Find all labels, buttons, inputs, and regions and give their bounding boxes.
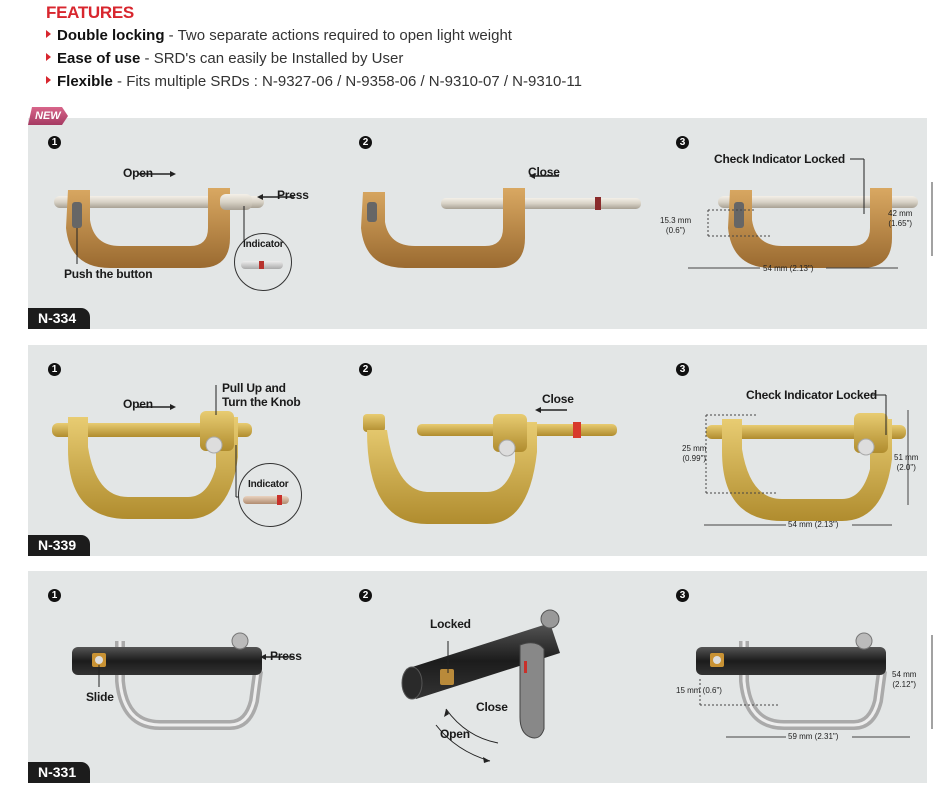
feature-item: Flexible - Fits multiple SRDs : N-9327-0… bbox=[46, 73, 582, 92]
width-dimension: 54 mm (2.13") bbox=[788, 520, 839, 529]
n331-image bbox=[72, 632, 294, 730]
indicator-label: Indicator bbox=[248, 479, 289, 490]
check-indicator-label: Check Indicator Locked bbox=[714, 152, 845, 166]
feature-name: Flexible bbox=[57, 73, 113, 90]
locked-label: Locked bbox=[430, 617, 471, 631]
open-label: Open bbox=[440, 727, 470, 741]
n334-locked-image bbox=[688, 158, 933, 269]
width-dimension: 54 mm (2.13") bbox=[763, 264, 814, 273]
feature-name: Double locking bbox=[57, 27, 165, 44]
open-label: Open bbox=[123, 166, 153, 180]
indicator-detail: Indicator bbox=[234, 233, 292, 291]
n334-closing-image bbox=[361, 173, 641, 268]
feature-desc: - Fits multiple SRDs : N-9327-06 / N-935… bbox=[112, 73, 582, 90]
product-panel-n331: 1 2 3 Press Slide Locked Close Open 15 m… bbox=[28, 571, 933, 783]
bullet-icon bbox=[46, 76, 51, 84]
gate-dimension: 15 mm (0.6") bbox=[676, 686, 722, 695]
n339-closing-image bbox=[363, 407, 617, 524]
slide-label: Slide bbox=[86, 690, 114, 704]
features-title: FEATURES bbox=[46, 3, 134, 22]
product-panel-n334: 1 2 3 Open Press Push the button Indicat… bbox=[28, 118, 933, 329]
step-1-marker: 1 bbox=[48, 589, 61, 602]
n331-locked-image bbox=[696, 632, 933, 738]
features-section: FEATURES Double locking - Two separate a… bbox=[46, 3, 582, 92]
close-label: Close bbox=[528, 165, 560, 179]
new-tag: NEW bbox=[28, 107, 68, 125]
indicator-detail: Indicator bbox=[238, 463, 302, 527]
gate-dimension: 25 mm(0.99") bbox=[682, 444, 707, 463]
width-dimension: 59 mm (2.31") bbox=[788, 732, 839, 741]
step-2-marker: 2 bbox=[359, 363, 372, 376]
open-label: Open bbox=[123, 397, 153, 411]
step-3-marker: 3 bbox=[676, 136, 689, 149]
product-code-badge: N-331 bbox=[28, 762, 91, 783]
height-dimension: 42 mm(1.65") bbox=[888, 209, 913, 228]
height-dimension: 54 mm(2.12") bbox=[892, 670, 917, 689]
feature-item: Ease of use - SRD's can easily be Instal… bbox=[46, 50, 582, 69]
gate-dimension: 15.3 mm(0.6") bbox=[660, 216, 692, 235]
product-code-badge: N-334 bbox=[28, 308, 91, 329]
press-label: Press bbox=[277, 188, 309, 202]
n339-open-image bbox=[52, 385, 258, 519]
indicator-label: Indicator bbox=[243, 239, 284, 250]
step-2-marker: 2 bbox=[359, 589, 372, 602]
n331-closing-image bbox=[401, 609, 560, 763]
step-1-marker: 1 bbox=[48, 363, 61, 376]
press-label: Press bbox=[270, 649, 302, 663]
n339-locked-image bbox=[704, 394, 909, 526]
push-button-label: Push the button bbox=[64, 267, 153, 281]
feature-name: Ease of use bbox=[57, 50, 141, 67]
feature-desc: - Two separate actions required to open … bbox=[164, 27, 512, 44]
close-label: Close bbox=[476, 700, 508, 714]
feature-desc: - SRD's can easily be Installed by User bbox=[140, 50, 404, 67]
step-2-marker: 2 bbox=[359, 136, 372, 149]
close-label: Close bbox=[542, 392, 574, 406]
product-code-badge: N-339 bbox=[28, 535, 91, 556]
bullet-icon bbox=[46, 53, 51, 61]
step-3-marker: 3 bbox=[676, 589, 689, 602]
feature-item: Double locking - Two separate actions re… bbox=[46, 27, 582, 46]
bullet-icon bbox=[46, 30, 51, 38]
check-indicator-label: Check Indicator Locked bbox=[746, 388, 877, 402]
step-1-marker: 1 bbox=[48, 136, 61, 149]
step-3-marker: 3 bbox=[676, 363, 689, 376]
height-dimension: 51 mm(2.0") bbox=[894, 453, 919, 472]
